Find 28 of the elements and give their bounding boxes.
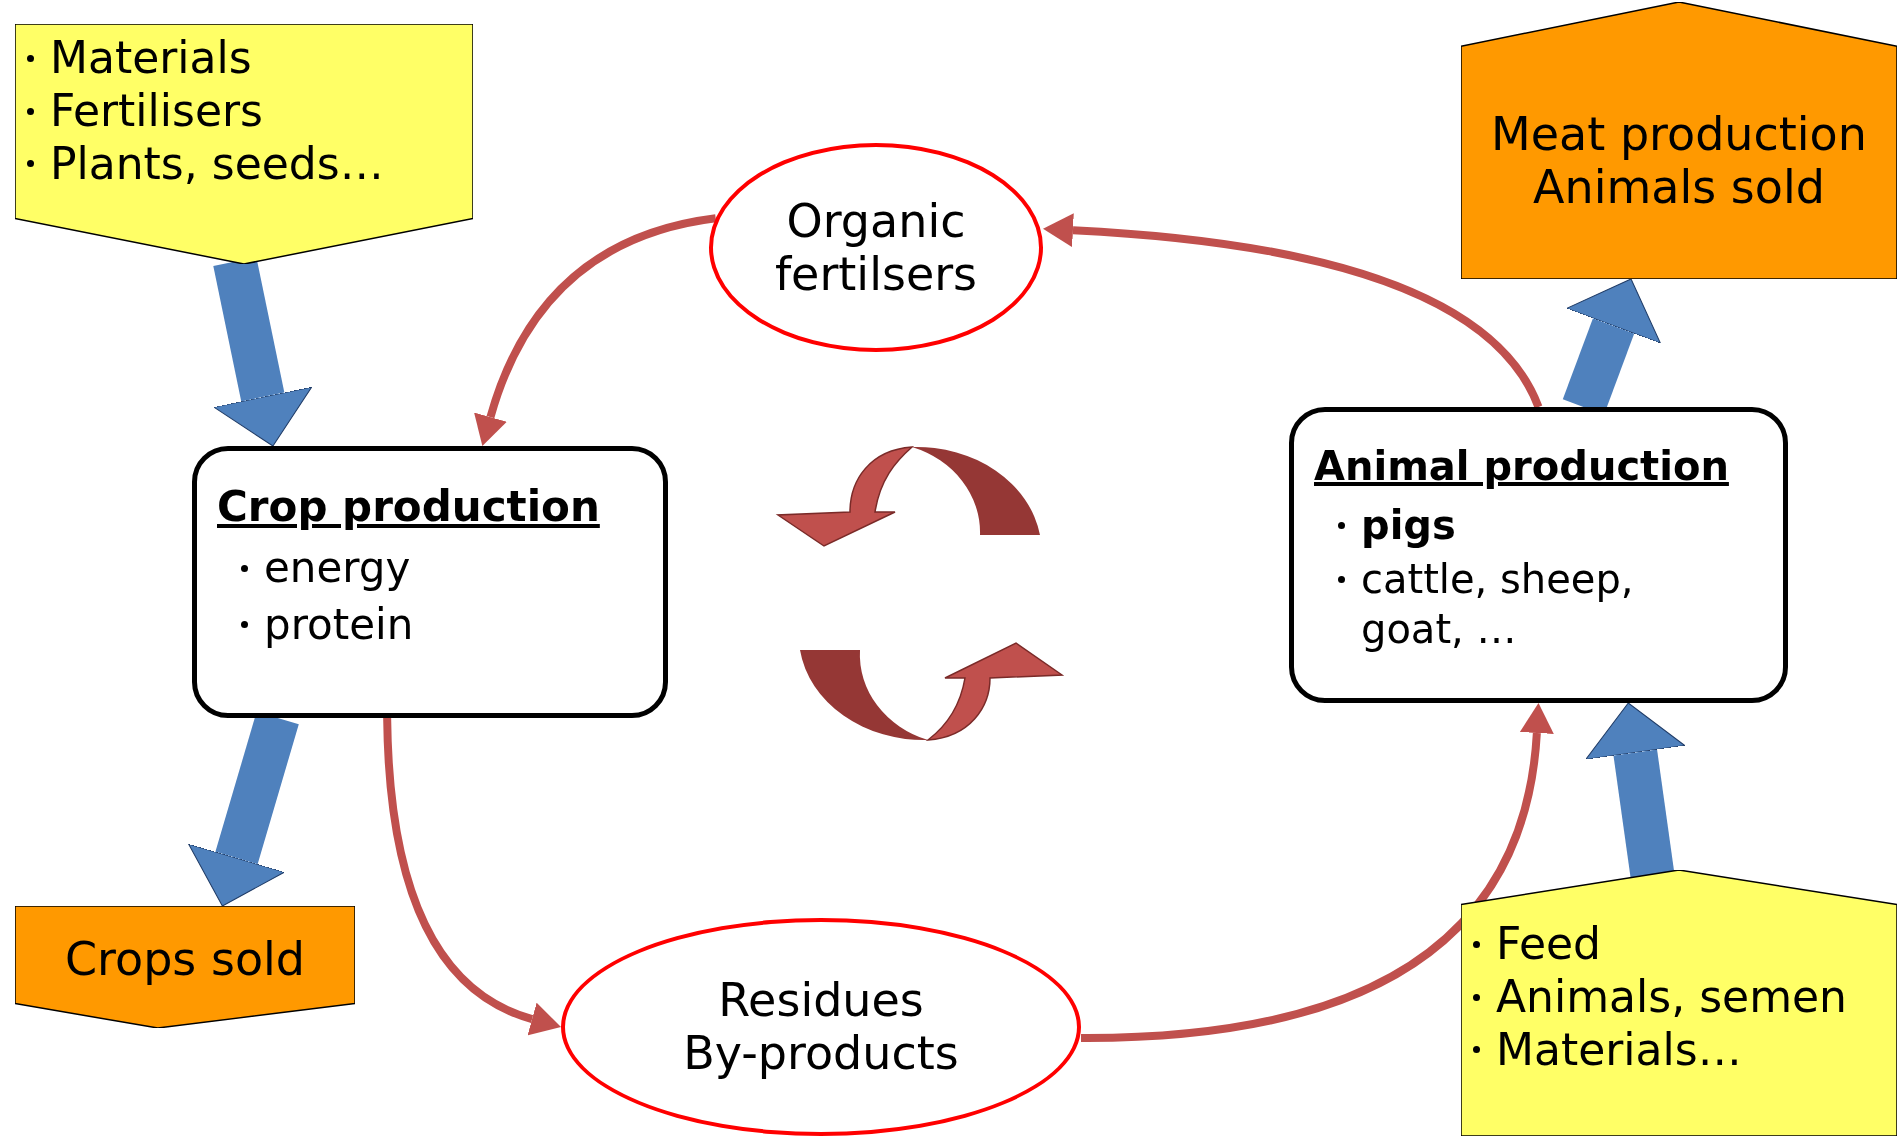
node-label: By-products (683, 1027, 959, 1080)
curved-arrow (1080, 703, 1554, 1042)
list-item: Plants, seeds… (50, 137, 384, 191)
node-label: Organic fertilsers (773, 194, 979, 301)
process-box (192, 446, 668, 718)
list-item: Animals, semen (1496, 970, 1847, 1024)
input-callout (15, 24, 473, 264)
node-label: Animals sold (1533, 160, 1825, 214)
node-label: Crops sold (64, 932, 305, 986)
output-callout (1461, 2, 1897, 279)
list-item: energy (264, 542, 412, 594)
list-item: Materials (50, 32, 252, 85)
list-item: cattle, sheep, goat, … (1361, 555, 1635, 654)
list-item: Feed (1496, 918, 1601, 971)
list-item: Materials… (1496, 1023, 1742, 1077)
curved-arrow (1043, 213, 1543, 409)
process-box (1289, 407, 1788, 703)
node-label: Residues (718, 974, 924, 1027)
output-callout (15, 906, 355, 1028)
node-label: Meat production (1491, 107, 1867, 161)
list-item: pigs (1361, 501, 1457, 550)
input-callout (1461, 870, 1897, 1136)
box-heading: Animal production (1314, 442, 1730, 491)
list-item: protein (264, 598, 415, 651)
curved-arrow (383, 717, 561, 1036)
box-heading: Crop production (217, 481, 601, 533)
curved-arrow (474, 214, 717, 446)
list-item: Fertilisers (50, 84, 263, 138)
